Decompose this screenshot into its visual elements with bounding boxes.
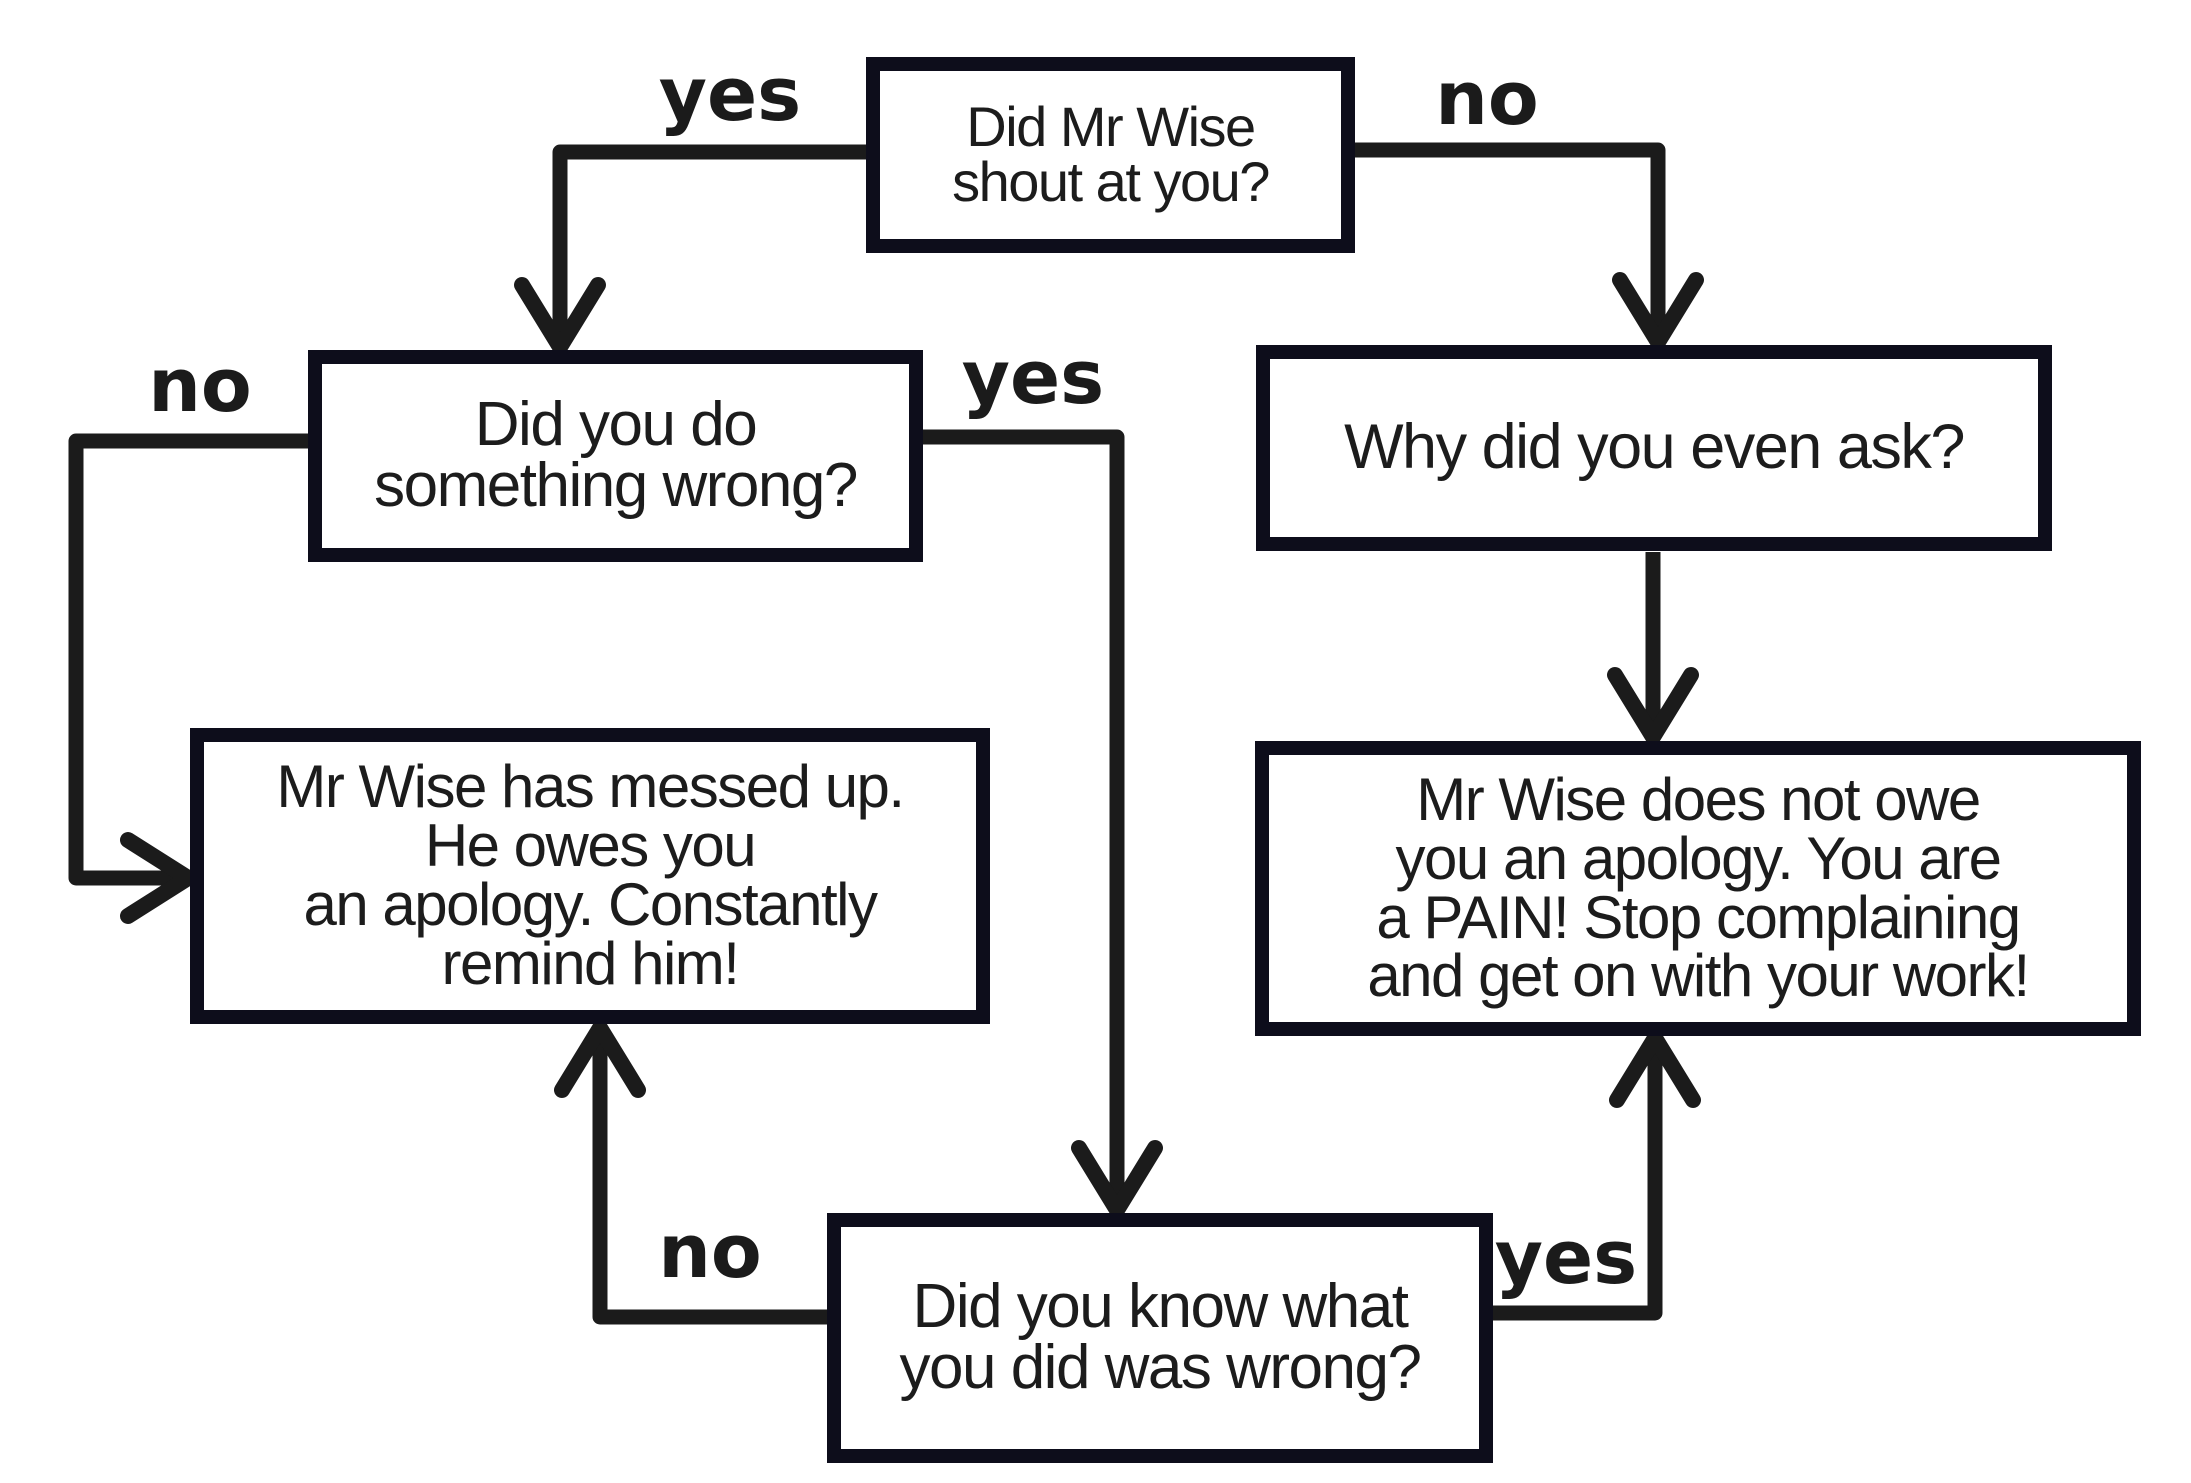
edge-path: [552, 144, 866, 335]
node-text: Did Mr Wise shout at you?: [952, 95, 1270, 213]
edge-arrowhead: [514, 277, 606, 363]
edge-arrowhead: [120, 832, 203, 924]
node-mr-wise-owes-apology: Mr Wise has messed up. He owes you an ap…: [190, 728, 990, 1024]
node-text: Mr Wise does not owe you an apology. You…: [1367, 765, 2030, 1010]
edge-arrowhead: [1071, 1140, 1163, 1226]
edge-root-yes: [514, 144, 866, 363]
edge-wrong-yes: [922, 429, 1163, 1226]
edge-label-wrong-yes: yes: [961, 335, 1105, 421]
edge-path: [922, 429, 1125, 1198]
edge-ask-down: [1607, 552, 1699, 753]
node-text: Mr Wise has messed up. He owes you an ap…: [276, 753, 905, 997]
edge-path: [592, 1042, 827, 1325]
edge-root-no: [1354, 142, 1704, 358]
node-did-mr-wise-shout: Did Mr Wise shout at you?: [866, 57, 1355, 253]
edge-wrong-no: [68, 433, 308, 924]
edge-label-know-yes: yes: [1494, 1215, 1638, 1301]
edge-path: [1354, 142, 1666, 330]
node-text: Why did you even ask?: [1344, 412, 1965, 483]
edge-arrowhead: [1612, 272, 1704, 358]
edge-label-root-yes: yes: [658, 52, 802, 138]
edge-label-root-no: no: [1435, 56, 1539, 142]
edge-know-no: [554, 1012, 827, 1325]
edge-arrowhead: [1609, 1022, 1701, 1108]
edge-label-know-no: no: [658, 1209, 762, 1295]
node-text: Did you do something wrong?: [374, 390, 858, 520]
edge-arrowhead: [554, 1012, 646, 1098]
edge-path: [1492, 1052, 1663, 1321]
edge-label-wrong-no: no: [148, 343, 252, 429]
node-did-you-know-it-was-wrong: Did you know what you did was wrong?: [827, 1213, 1493, 1463]
edge-know-yes: [1492, 1022, 1701, 1321]
node-no-apology-you-are-a-pain: Mr Wise does not owe you an apology. You…: [1255, 741, 2141, 1036]
node-did-you-do-something-wrong: Did you do something wrong?: [308, 350, 923, 562]
node-why-did-you-even-ask: Why did you even ask?: [1256, 345, 2052, 551]
edge-arrowhead: [1607, 667, 1699, 753]
node-text: Did you know what you did was wrong?: [899, 1272, 1422, 1402]
edge-path: [68, 433, 308, 886]
